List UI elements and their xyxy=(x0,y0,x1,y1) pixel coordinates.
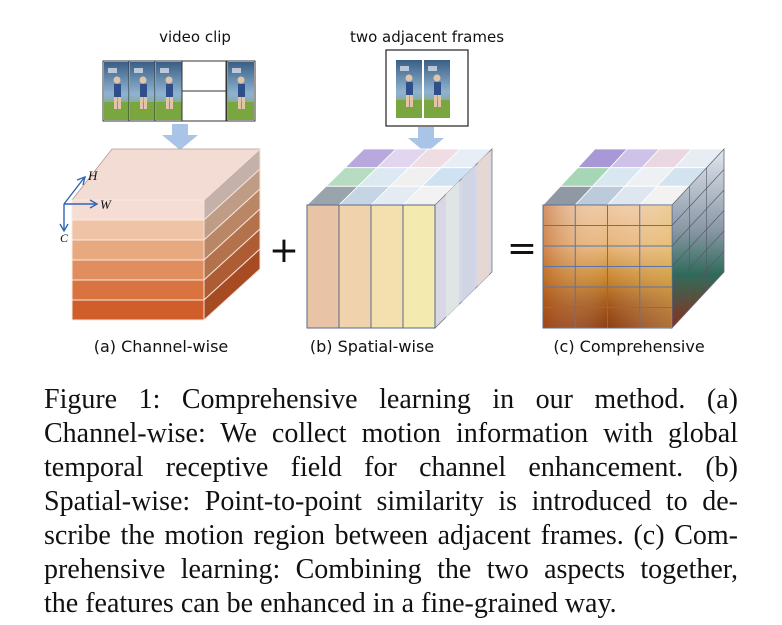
caption-line: the features can be enhanced in a fine-g… xyxy=(44,588,617,619)
spatial-column xyxy=(402,204,436,329)
channel-wise-cube xyxy=(71,147,262,322)
channel-layer-front xyxy=(71,219,205,241)
channel-layer-front xyxy=(71,279,205,301)
spatial-column xyxy=(338,204,372,329)
comprehensive-side-line xyxy=(671,251,725,308)
channel-layer-front xyxy=(71,239,205,261)
channel-layer-front xyxy=(71,199,205,221)
two-adjacent-frames xyxy=(385,49,469,127)
caption-line: Spatial-wise: Point-to-point similarity … xyxy=(44,486,738,517)
axis-c-label: C xyxy=(60,231,69,245)
caption-line: Channel-wise: We collect motion informat… xyxy=(44,418,738,449)
spatial-column xyxy=(306,204,340,329)
panel-a-label: (a) Channel-wise xyxy=(94,337,229,356)
spatial-column xyxy=(370,204,404,329)
channel-layer-side xyxy=(203,247,261,322)
panel-c-label: (c) Comprehensive xyxy=(553,337,704,356)
axis-w-label: W xyxy=(100,197,112,212)
spatial-wise-cube xyxy=(306,148,493,329)
arrow-down-icon xyxy=(162,124,198,150)
video-clip-frames xyxy=(102,60,256,122)
equals-sign: = xyxy=(507,228,537,269)
comprehensive-cube xyxy=(542,147,725,330)
video-clip-label: video clip xyxy=(159,28,231,46)
channel-layer-front xyxy=(71,299,205,321)
axis-indicator xyxy=(59,175,99,233)
caption-line: prehensive learning: Combining the two a… xyxy=(44,554,738,585)
channel-layer-front xyxy=(71,259,205,281)
caption-line: scribe the motion region between adjacen… xyxy=(44,520,738,551)
comprehensive-side-line xyxy=(671,230,725,288)
caption-line: temporal receptive field for channel enh… xyxy=(44,452,738,483)
plus-sign: + xyxy=(269,230,299,271)
caption-line: Figure 1: Comprehensive learning in our … xyxy=(44,384,738,415)
arrow-down-icon xyxy=(408,127,444,153)
two-adjacent-frames-label: two adjacent frames xyxy=(350,28,504,46)
comprehensive-side-line xyxy=(671,189,725,247)
comprehensive-side-line xyxy=(671,210,725,267)
axis-h-label: H xyxy=(87,168,98,183)
panel-b-label: (b) Spatial-wise xyxy=(310,337,434,356)
comprehensive-side-line xyxy=(671,169,725,226)
comprehensive-learning-diagram: video clip two adjacent frames H W C + xyxy=(59,28,725,356)
